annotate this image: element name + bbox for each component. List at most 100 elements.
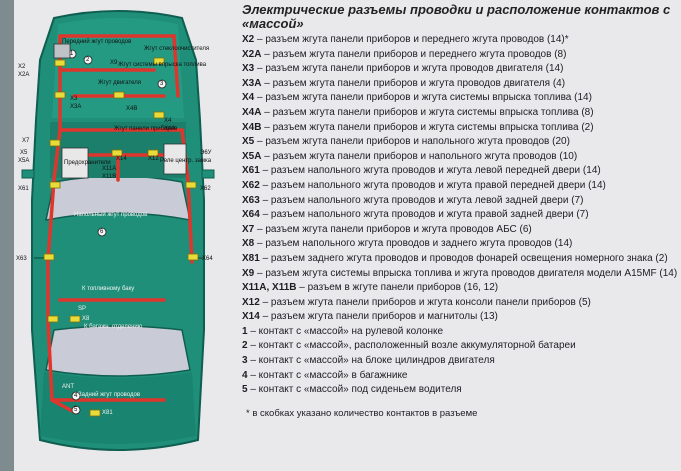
legend-code: X7 <box>242 223 255 235</box>
legend-item: 4 – контакт с «массой» в багажнике <box>242 369 678 384</box>
label-x62: X62 <box>200 186 211 192</box>
legend-text: – разъем жгута панели приборов и жгута п… <box>261 77 566 89</box>
label-injection-harness: Жгут системы впрыска топлива <box>118 62 207 68</box>
label-x8: X8 <box>82 316 90 322</box>
legend-text: – контакт с «массой», расположенный возл… <box>247 340 576 352</box>
legend-item: 2 – контакт с «массой», расположенный во… <box>242 339 678 354</box>
legend-item: X8 – разъем напольного жгута проводов и … <box>242 237 678 252</box>
label-x5: X5 <box>20 150 28 156</box>
label-x7: X7 <box>22 138 30 144</box>
legend-item: 5 – контакт с «массой» под сиденьем води… <box>242 383 678 398</box>
legend-code: X81 <box>242 252 260 264</box>
legend-code: X3A <box>242 77 262 89</box>
legend-text: – разъем напольного жгута проводов и зад… <box>254 238 573 250</box>
legend-code: 3 <box>242 355 248 367</box>
legend-item: X4A – разъем жгута панели приборов и жгу… <box>242 106 678 121</box>
legend-item: X12 – разъем жгута панели приборов и жгу… <box>242 296 678 311</box>
legend-text: – разъем напольного жгута проводов и жгу… <box>259 179 606 191</box>
label-panel-harness: Жгут панели приборов <box>114 126 178 132</box>
label-floor-harness: Напольный жгут проводов <box>74 212 148 218</box>
label-x64: X64 <box>202 256 213 262</box>
legend-item: X3 – разъем жгута панели приборов и жгут… <box>242 62 678 77</box>
label-x6y: Э6У <box>200 150 212 156</box>
legend-text: – разъем напольного жгута проводов и жгу… <box>259 194 584 206</box>
label-ground-4: 4 <box>74 393 78 399</box>
legend-item: X64 – разъем напольного жгута проводов и… <box>242 208 678 223</box>
legend-code: X64 <box>242 209 260 221</box>
label-wiper-harness: Жгут стеклоочистителя <box>144 46 210 52</box>
legend-text: – разъем напольного жгута проводов и жгу… <box>259 209 589 221</box>
legend-code: X63 <box>242 194 260 206</box>
label-x81: X81 <box>102 410 113 416</box>
legend-text: – контакт с «массой» в багажнике <box>247 369 408 381</box>
page-title: Электрические разъемы проводки и располо… <box>242 2 671 31</box>
legend-text: – разъем жгута панели приборов и напольн… <box>261 150 578 162</box>
legend-text: – контакт с «массой» на рулевой колонке <box>247 325 444 337</box>
legend-item: X63 – разъем напольного жгута проводов и… <box>242 194 678 209</box>
label-x11a: X11A <box>102 166 117 172</box>
label-fuse-block: Предохранители <box>64 160 111 166</box>
rear-window <box>45 325 191 377</box>
legend-text: – разъем в жгуте панели приборов (16, 12… <box>296 282 499 294</box>
label-ground-5: 5 <box>74 407 78 413</box>
label-engine-harness: Жгут двигателя <box>98 80 142 86</box>
legend-code: X61 <box>242 165 260 177</box>
legend-code: X11A, X11B <box>242 282 297 294</box>
label-to-fuel-tank: К топливному баку <box>82 286 135 292</box>
label-relay-block: Реле центр. замка <box>160 158 212 164</box>
legend-text: – разъем жгута панели приборов и жгута с… <box>261 121 594 133</box>
legend-item: X61 – разъем напольного жгута проводов и… <box>242 164 678 179</box>
legend-item: X62 – разъем напольного жгута проводов и… <box>242 179 678 194</box>
legend-code: X62 <box>242 179 260 191</box>
label-ant: ANT <box>62 384 74 390</box>
label-ground-3: 3 <box>160 81 164 87</box>
label-x4: X4 <box>164 118 172 124</box>
legend-text: – разъем жгута панели приборов и жгута п… <box>254 63 564 75</box>
legend-item: X2 – разъем жгута панели приборов и пере… <box>242 33 678 48</box>
label-x3a: X3A <box>70 104 82 110</box>
legend-panel: Электрические разъемы проводки и располо… <box>232 0 678 471</box>
legend-item: X2A – разъем жгута панели приборов и пер… <box>242 48 678 63</box>
label-x61: X61 <box>18 186 29 192</box>
legend-code: X4B <box>242 121 262 133</box>
label-x3: X3 <box>70 96 78 102</box>
legend-text: – разъем жгута панели приборов и жгута к… <box>259 296 591 308</box>
wiring-diagram: Передний жгут проводов Жгут стеклоочисти… <box>14 0 222 471</box>
label-rear-harness: Задний жгут проводов <box>78 392 141 398</box>
legend-item: 3 – контакт с «массой» на блоке цилиндро… <box>242 354 678 369</box>
label-x5a: X5A <box>18 158 30 164</box>
legend-text: – разъем жгута панели приборов и магнито… <box>259 311 498 323</box>
label-x11b: X11B <box>102 174 117 180</box>
engine-bay <box>52 18 184 118</box>
label-sp: SP <box>78 306 87 312</box>
legend-code: X8 <box>242 238 255 250</box>
legend-item: X7 – разъем жгута панели приборов и жгут… <box>242 223 678 238</box>
label-x63: X63 <box>16 256 27 262</box>
relay-block <box>163 143 187 175</box>
legend-code: X2 <box>242 34 255 45</box>
legend-code: X14 <box>242 311 260 323</box>
legend-text: – разъем жгута панели приборов и напольн… <box>254 136 570 148</box>
legend-text: – разъем жгута панели приборов и передне… <box>254 34 569 45</box>
legend-text: – разъем жгута панели приборов и жгута с… <box>261 106 594 118</box>
connectors <box>43 57 199 417</box>
legend-item: 1 – контакт с «массой» на рулевой колонк… <box>242 325 678 340</box>
legend-item: X9 – разъем жгута системы впрыска топлив… <box>242 267 678 282</box>
left-mirror <box>21 169 35 179</box>
label-x14: X14 <box>116 156 127 162</box>
legend-code: X9 <box>242 267 255 279</box>
legend-text: – контакт с «массой» на блоке цилиндров … <box>247 355 495 367</box>
legend-list: X2 – разъем жгута панели приборов и пере… <box>242 33 678 398</box>
legend-item: X4 – разъем жгута панели приборов и жгут… <box>242 91 678 106</box>
label-ground-6: 6 <box>100 229 104 235</box>
label-x2a: X2A <box>18 72 30 78</box>
label-x4b: X4B <box>126 106 138 112</box>
battery <box>53 43 71 59</box>
legend-item: X5 – разъем жгута панели приборов и напо… <box>242 135 678 150</box>
legend-text: – разъем заднего жгута проводов и провод… <box>259 252 668 264</box>
legend-code: 4 <box>242 369 248 381</box>
legend-code: X4A <box>242 106 262 118</box>
trunk <box>40 372 196 444</box>
label-ground-2: 2 <box>86 57 90 63</box>
legend-item: X81 – разъем заднего жгута проводов и пр… <box>242 252 678 267</box>
